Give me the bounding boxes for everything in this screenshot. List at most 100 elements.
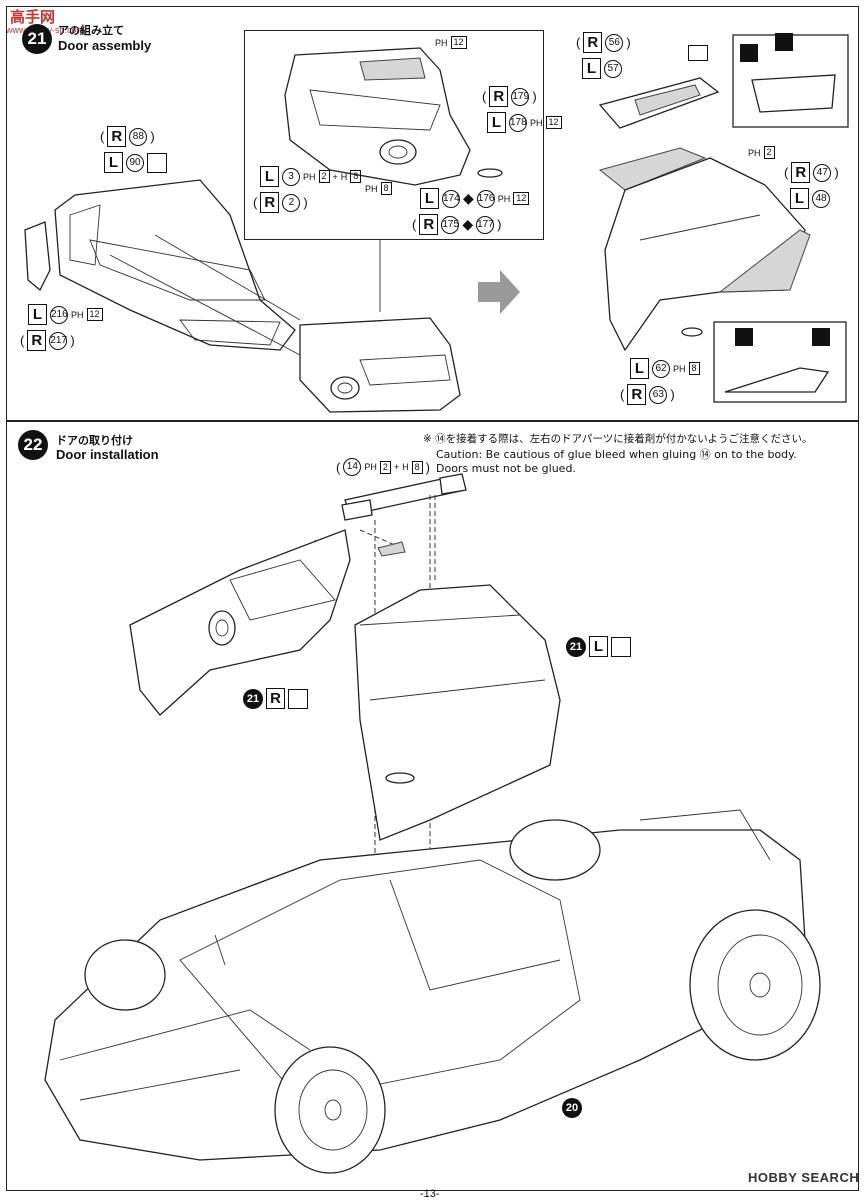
l-side-badge: L [589,636,608,657]
caution-note-jp: ※ ⑭を接着する際は、左右のドアパーツに接着剤が付かないようご注意ください。 [423,433,813,445]
part-number: 88 [129,127,148,146]
part-number: 14 [343,458,362,476]
paint-code: 2 [763,146,775,159]
l-side-badge: L [260,166,279,187]
paint-icon [735,328,753,346]
paint-code: 2 [318,170,330,183]
r-side-badge: R [791,162,811,183]
r-side-badge: R [419,214,439,235]
subassembly-badge: 21 [566,636,586,657]
part-number: 176 [476,189,495,208]
r-side-badge: R [107,126,127,147]
paint-icon [740,44,758,62]
paren: ( [576,35,581,50]
paint-code: 12 [86,308,103,321]
part-number: 48 [812,189,830,208]
part-label-r63: ( R 63 ) [620,384,675,405]
part-label-l48: L 48 [790,188,830,209]
ph-label: PH [364,462,377,472]
part-label-l3: L 3 PH 2 + H 8 [260,166,362,187]
page-number: -13- [420,1188,440,1200]
watermark-site-name: 高手网 [10,8,56,26]
door-panel-drawing-left [24,34,849,413]
part-label-l57: L 57 [582,58,622,79]
step-22-title-jp: ドアの取り付け [56,434,133,447]
paren: ) [670,387,675,402]
step-22-title-en: Door installation [56,447,159,462]
r-side-badge: R [260,192,280,213]
paren: ( [784,165,789,180]
step-22-panel [6,421,859,1191]
paren: ) [532,89,537,104]
ph-label: PH [435,37,448,48]
ph-label: PH [748,147,761,158]
part-number: 174 [442,189,460,208]
step-22-number: 22 [18,430,48,460]
paint-code-right: PH 2 [748,146,775,159]
caution-note-en-2: Doors must not be glued. [436,462,576,475]
part-label-r56: ( R 56 ) [576,32,631,53]
paint-code: 2 [379,460,391,474]
paren: ( [100,129,105,144]
step-21-number: 21 [22,24,52,54]
part-number: 63 [649,385,668,404]
h-label: H [340,171,348,182]
part-label-l216: L 216 PH 12 [28,304,103,325]
part-number: 2 [282,193,301,212]
paint-icon [812,328,830,346]
paint-icon [775,33,793,51]
paren: ) [626,35,631,50]
paren: ) [303,195,308,210]
paren: ( [253,195,258,210]
part-number: 179 [511,87,530,106]
part-number: 175 [441,215,460,234]
part-label-r2: ( R 2 ) [253,192,308,213]
paren: ( [412,217,417,232]
part-label-l174-176: L 174 ◆ 176 PH 12 [420,188,530,209]
r-side-badge: R [266,688,285,709]
part-label-r217: ( R 217 ) [20,330,75,351]
part-number: 178 [509,113,527,132]
paint-code: 8 [688,362,700,375]
r-side-badge: R [489,86,509,107]
l-side-badge: L [582,58,601,79]
paint-code: 12 [513,192,530,205]
paint-code: 8 [411,460,423,474]
l-side-badge: L [104,152,123,173]
assembly-21-left-label: 21 L [566,636,631,657]
part-number: 57 [604,59,622,78]
ph-label: PH [530,117,543,128]
subassembly-badge: 21 [243,688,263,709]
l-side-badge: L [420,188,439,209]
cross-tool-icon [611,636,631,657]
r-side-badge: R [27,330,47,351]
part-number: 3 [282,167,300,186]
r-side-badge: R [583,32,603,53]
paren: ) [497,217,502,232]
part-number: 177 [476,215,495,234]
part-label-l90: L 90 [104,152,167,173]
step-21-panel [6,6,859,421]
part-number: 47 [813,163,832,182]
paint-code-mid: PH 8 [365,182,392,195]
l-side-badge: L [28,304,47,325]
detail-inset-box [244,30,544,240]
l-side-badge: L [487,112,506,133]
part-label-r88: ( R 88 ) [100,126,155,147]
ph-label: PH [303,171,316,182]
paren: ( [336,459,341,475]
body-part-20-badge: 20 [562,1098,582,1118]
paint-icon [688,45,708,61]
part-label-r179: ( R 179 ) [482,86,537,107]
paren: ( [620,387,625,402]
paint-code: 12 [450,36,467,49]
part-number: 62 [652,359,670,378]
plus: + [332,171,338,182]
paint-code: 8 [350,170,362,183]
caution-note-en-1: Caution: Be cautious of glue bleed when … [436,448,797,461]
step-21-title-en: Door assembly [58,38,152,53]
ph-label: PH [497,193,511,204]
join-icon: ◆ [463,190,474,207]
paren: ) [834,165,839,180]
